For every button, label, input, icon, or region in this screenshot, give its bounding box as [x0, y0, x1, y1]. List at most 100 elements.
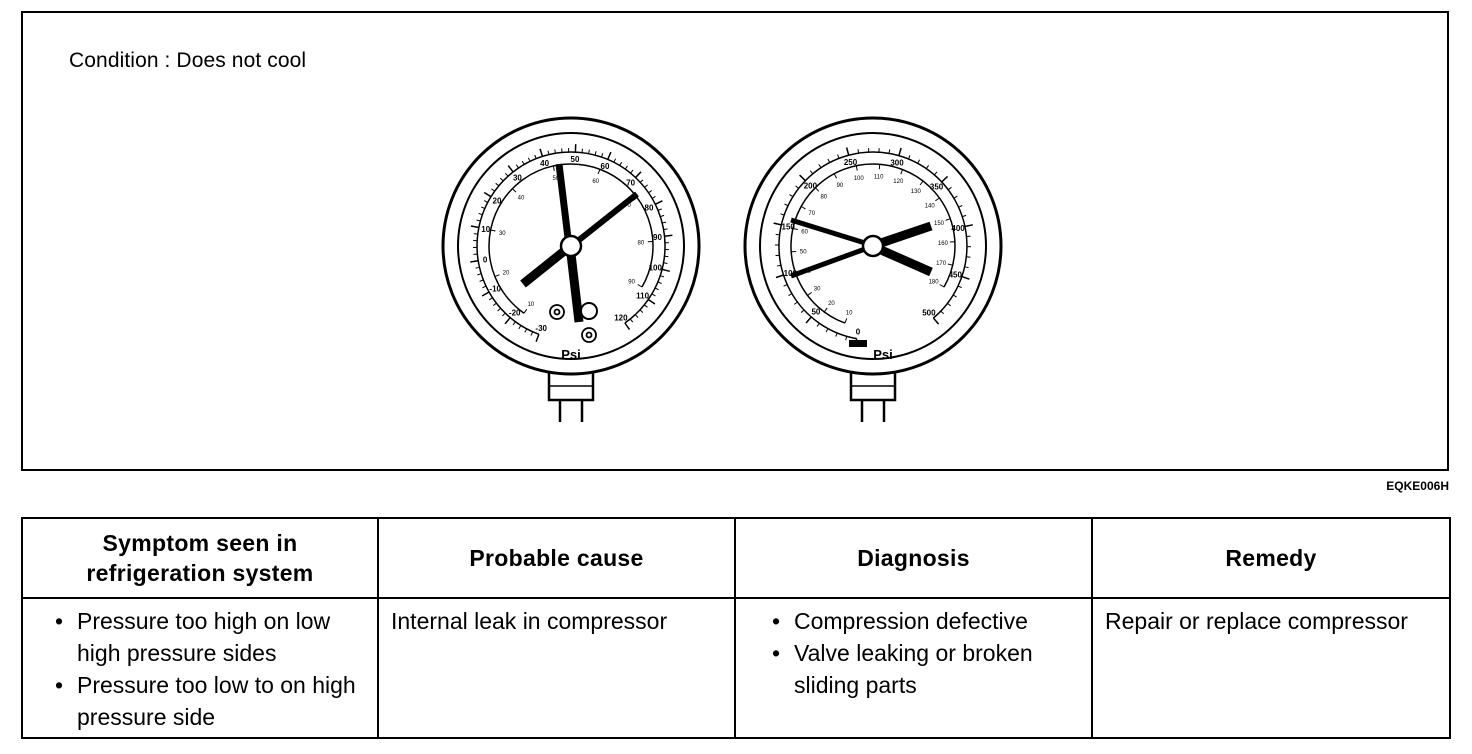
high-minor-tick — [953, 195, 958, 199]
high-inner-label: 140 — [925, 204, 936, 210]
low-outer-label: -20 — [509, 308, 521, 317]
list-item: Pressure too high on low high pressure s… — [49, 605, 371, 669]
high-inner-label: 180 — [929, 280, 940, 286]
high-minor-tick — [917, 159, 921, 164]
high-minor-tick — [794, 301, 798, 305]
low-inner-label: 40 — [518, 196, 525, 202]
high-minor-tick — [775, 233, 780, 236]
low-inner-tick — [494, 274, 500, 278]
low-minor-tick — [504, 172, 509, 177]
low-minor-tick — [495, 182, 500, 187]
high-outer-label: 250 — [844, 158, 858, 167]
high-major-tick — [845, 147, 850, 156]
low-minor-tick — [588, 149, 590, 154]
low-major-tick — [661, 268, 670, 273]
low-major-tick — [647, 298, 656, 305]
table-header-row: Symptom seen in refrigeration system Pro… — [21, 517, 1451, 599]
low-inner-tick — [552, 165, 555, 171]
low-inner-label: 50 — [552, 176, 559, 182]
high-inner-label: 130 — [911, 189, 922, 195]
list-item: Valve leaking or broken sliding parts — [766, 637, 1087, 701]
high-inner-label: 160 — [938, 241, 949, 247]
header-cause: Probable cause — [377, 517, 736, 599]
high-outer-label: 450 — [949, 270, 963, 279]
low-outer-label: 50 — [571, 155, 580, 164]
low-minor-tick — [492, 302, 497, 306]
high-inner-tick — [814, 187, 820, 192]
high-inner-tick — [807, 292, 812, 296]
high-outer-label: 150 — [782, 222, 796, 231]
low-major-tick — [483, 191, 492, 198]
high-outer-label: 50 — [811, 308, 820, 317]
low-gauge-unit: Psi — [561, 347, 581, 362]
high-inner-tick — [947, 263, 953, 266]
high-outer-label: 100 — [784, 269, 798, 278]
low-minor-tick — [644, 184, 649, 188]
low-minor-tick — [527, 157, 531, 162]
low-inner-label: 10 — [527, 302, 534, 308]
low-major-tick — [481, 291, 490, 297]
low-major-tick — [664, 234, 673, 237]
high-minor-tick — [962, 214, 967, 218]
low-minor-tick — [476, 219, 481, 222]
high-minor-tick — [947, 303, 951, 307]
low-minor-tick — [524, 328, 528, 333]
high-minor-tick — [780, 213, 785, 216]
high-minor-tick — [940, 310, 945, 315]
low-minor-tick — [630, 169, 634, 174]
high-outer-label: 500 — [922, 309, 936, 318]
high-minor-tick — [784, 203, 789, 207]
high-minor-tick — [783, 284, 788, 287]
high-pressure-gauge: 0501001502002503003504004505001020304050… — [743, 116, 1003, 422]
low-major-tick — [504, 317, 511, 325]
low-minor-tick — [515, 164, 519, 169]
low-minor-tick — [663, 262, 668, 264]
high-gauge-ticks — [773, 147, 973, 347]
low-minor-tick — [518, 325, 522, 330]
high-gauge-zero-stop — [849, 340, 867, 347]
low-minor-tick — [663, 228, 668, 231]
high-inner-tick — [844, 318, 848, 324]
high-minor-tick — [952, 294, 957, 298]
low-inner-label: 70 — [624, 203, 631, 209]
low-minor-tick — [530, 331, 534, 336]
high-gauge-scale-labels: 0501001502002503003504004505001020304050… — [782, 158, 966, 337]
high-inner-label: 120 — [893, 179, 904, 185]
low-outer-label: 90 — [653, 233, 662, 242]
high-minor-tick — [966, 256, 971, 258]
low-gauge-needles — [520, 163, 639, 323]
cell-symptom: Pressure too high on low high pressure s… — [21, 597, 379, 739]
low-outer-label: 20 — [493, 196, 502, 205]
low-minor-tick — [482, 285, 487, 289]
low-inner-label: 30 — [499, 231, 506, 237]
low-major-tick — [507, 165, 514, 173]
low-minor-tick — [497, 307, 501, 312]
low-minor-tick — [660, 275, 665, 278]
low-outer-label: 40 — [540, 159, 549, 168]
high-inner-label: 150 — [934, 221, 945, 227]
low-minor-tick — [475, 266, 480, 269]
high-outer-label: 400 — [951, 224, 965, 233]
low-major-tick — [624, 322, 631, 331]
low-inner-tick — [512, 188, 517, 193]
high-major-tick — [964, 224, 973, 228]
low-inner-label: 20 — [503, 271, 510, 277]
high-inner-label: 110 — [874, 175, 884, 181]
table-row: Pressure too high on low high pressure s… — [21, 597, 1451, 739]
low-minor-tick — [499, 177, 504, 182]
low-minor-tick — [512, 321, 516, 326]
low-major-tick — [634, 171, 642, 179]
low-outer-label: -30 — [535, 324, 547, 333]
high-minor-tick — [795, 185, 800, 189]
high-minor-tick — [964, 266, 969, 269]
low-outer-label: 80 — [645, 203, 654, 212]
low-inner-tick — [523, 308, 528, 314]
low-major-tick — [470, 259, 479, 263]
high-minor-tick — [825, 328, 829, 333]
header-remedy: Remedy — [1091, 517, 1451, 599]
low-minor-tick — [477, 273, 482, 276]
high-inner-tick — [900, 169, 904, 175]
high-inner-label: 50 — [800, 250, 807, 256]
high-minor-tick — [925, 165, 930, 169]
